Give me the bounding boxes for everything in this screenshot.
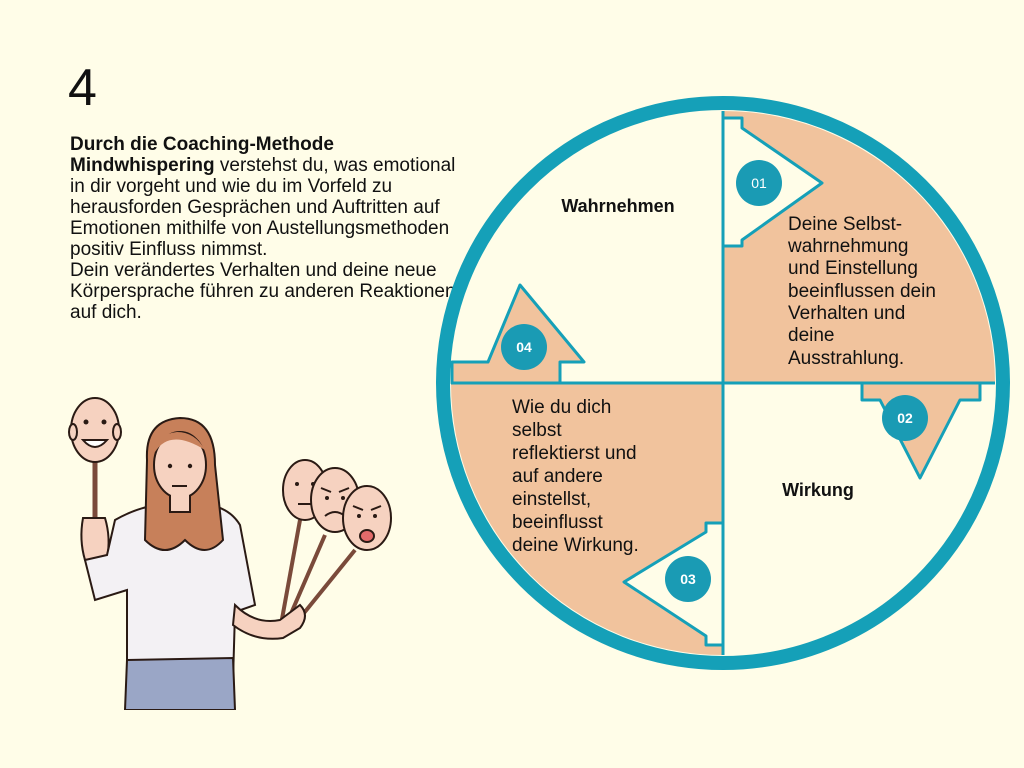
- step-badge-02: 02: [882, 395, 928, 441]
- happy-mask-icon: [68, 397, 122, 463]
- intro-bold: Durch die Coaching-Methode Mindwhisperin…: [70, 134, 334, 176]
- step-01-line: wahrnehmung: [787, 236, 908, 257]
- step-03-line: deine Wirkung.: [512, 535, 639, 556]
- step-03-line: beeinflusst: [512, 512, 604, 533]
- intro-text: Durch die Coaching-Methode Mindwhisperin…: [70, 134, 460, 323]
- step-number-02: 02: [897, 410, 913, 426]
- step-number-01: 01: [751, 175, 767, 191]
- step-01-line: deine: [788, 325, 835, 346]
- step-badge-03: 03: [665, 556, 711, 602]
- step-text-03: Wie du dich selbst reflektierst und auf …: [512, 397, 642, 556]
- step-01-line: Verhalten und: [788, 303, 905, 324]
- step-01-line: Ausstrahlung.: [788, 348, 904, 369]
- step-03-line: reflektierst und: [512, 443, 637, 464]
- upset-mask-icon: [342, 485, 392, 551]
- step-number-03: 03: [680, 571, 696, 587]
- slide-number: 4: [68, 59, 97, 117]
- step-01-line: beeinflussen dein: [788, 281, 936, 302]
- step-badge-01: 01: [736, 160, 782, 206]
- intro-rest: verstehst du, was emotional in dir vorge…: [70, 155, 456, 260]
- step-03-line: einstellst,: [512, 489, 591, 510]
- cycle-ring: [436, 96, 1010, 670]
- step-01-line: und Einstellung: [788, 258, 918, 279]
- step-03-line: selbst: [512, 420, 562, 441]
- step-number-04: 04: [516, 339, 532, 355]
- step-03-line: auf andere: [512, 466, 603, 487]
- quadrant-label-effect: Wirkung: [782, 480, 854, 500]
- woman-with-masks-illustration: [68, 397, 392, 710]
- step-03-line: Wie du dich: [512, 397, 611, 418]
- intro-second: Dein verändertes Verhalten und deine neu…: [70, 260, 456, 323]
- step-text-01: Deine Selbst- wahrnehmung und Einstellun…: [787, 214, 941, 369]
- step-badge-04: 04: [501, 324, 547, 370]
- step-01-line: Deine Selbst-: [788, 214, 902, 235]
- quadrant-label-perceive: Wahrnehmen: [561, 196, 674, 216]
